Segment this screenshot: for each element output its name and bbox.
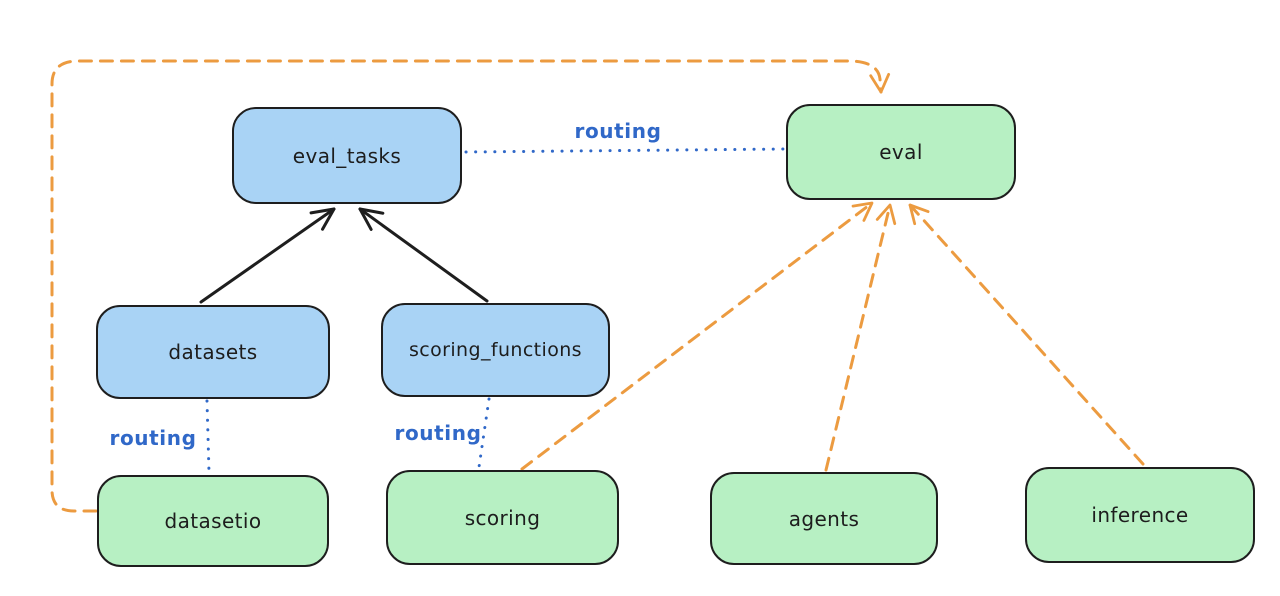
edge-label-routing-eval-tasks-eval: routing xyxy=(574,119,662,143)
edge-agents-eval-dashed-arrow xyxy=(824,203,897,472)
edge-scoring-functions-scoring-dotted xyxy=(477,397,491,469)
node-label: eval_tasks xyxy=(292,143,402,168)
edge-scoring-functions-eval-tasks-arrow xyxy=(358,207,489,303)
edge-datasetio-eval-dashed-arrow xyxy=(50,59,891,513)
node-label: datasetio xyxy=(164,509,262,533)
node-label: scoring xyxy=(464,505,541,530)
node-agents: agents xyxy=(710,472,938,565)
node-label: inference xyxy=(1091,503,1189,527)
node-eval-tasks: eval_tasks xyxy=(232,107,462,204)
node-datasets: datasets xyxy=(96,305,330,399)
node-label: datasets xyxy=(168,340,258,364)
edge-eval-tasks-eval-dotted xyxy=(464,147,786,154)
node-datasetio: datasetio xyxy=(97,475,329,567)
edge-scoring-eval-dashed-arrow xyxy=(520,201,874,471)
node-eval: eval xyxy=(786,104,1016,200)
edge-label-routing-datasets-datasetio: routing xyxy=(109,426,197,450)
edge-datasets-eval-tasks-arrow xyxy=(199,207,336,304)
node-scoring-functions: scoring_functions xyxy=(381,303,610,397)
node-scoring: scoring xyxy=(386,470,619,565)
node-inference: inference xyxy=(1025,467,1255,563)
node-label: agents xyxy=(788,506,860,531)
edge-label-routing-scoring-functions-scoring: routing xyxy=(394,421,482,445)
node-label: eval xyxy=(879,140,923,164)
edge-inference-eval-dashed-arrow xyxy=(908,203,1145,466)
node-label: scoring_functions xyxy=(409,339,582,361)
edge-datasets-datasetio-dotted xyxy=(205,399,211,474)
